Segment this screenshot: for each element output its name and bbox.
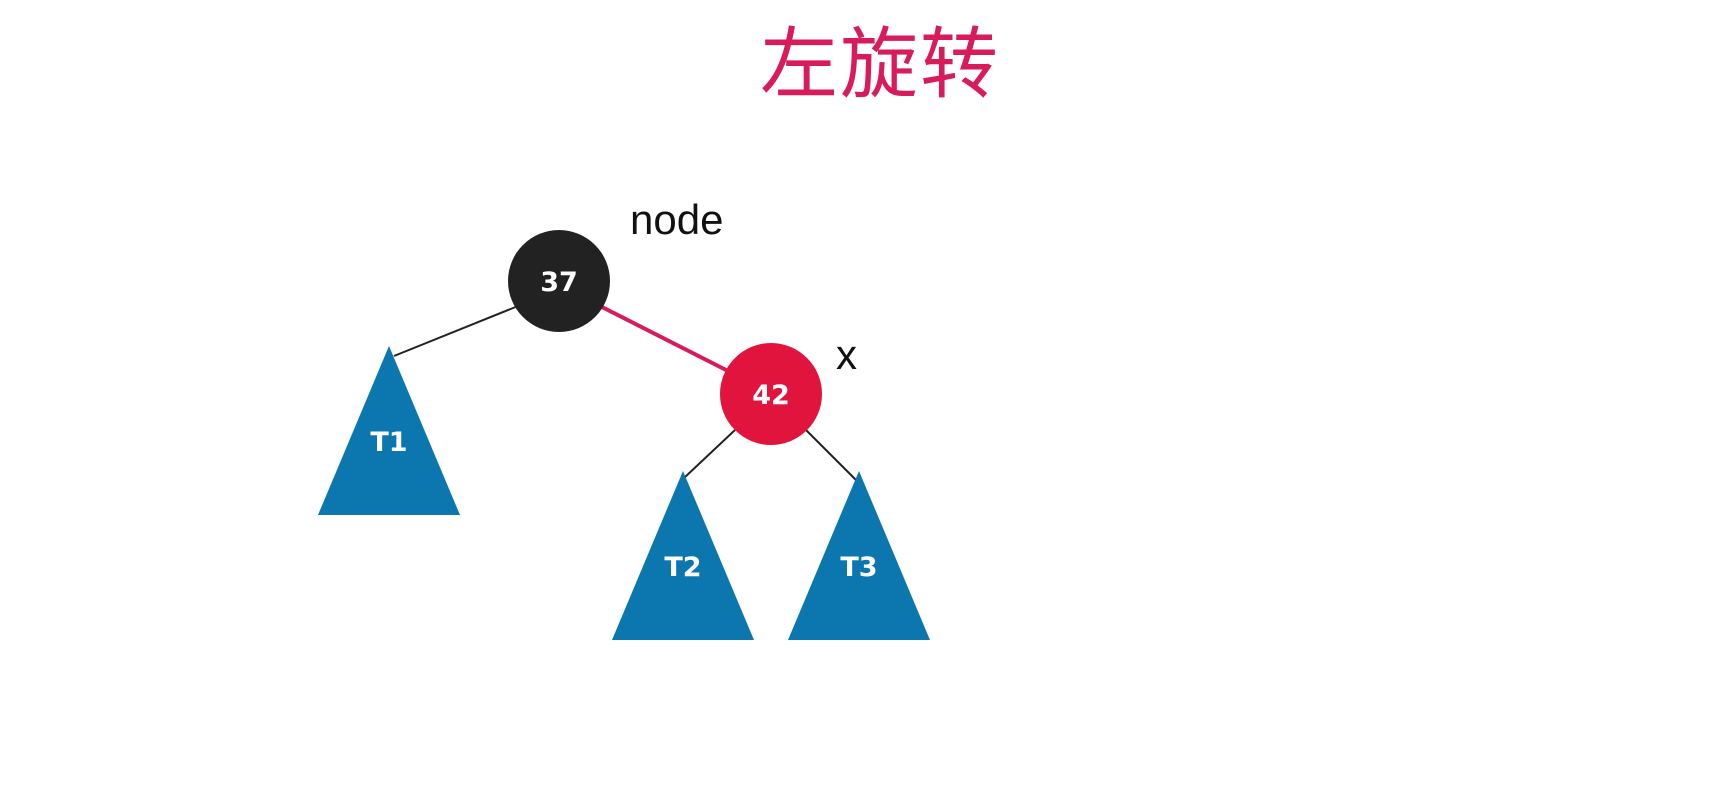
tree-node-37: 37 — [508, 230, 610, 332]
edge-x-t2 — [683, 429, 736, 479]
edge-node-x — [599, 304, 731, 374]
tree-node-37-value: 37 — [540, 267, 578, 298]
edge-x-t3 — [805, 429, 859, 483]
subtree-t3-triangle — [788, 471, 930, 640]
x-annotation-label: x — [836, 331, 857, 378]
tree-node-42-value: 42 — [752, 380, 790, 411]
subtree-t3-label: T3 — [840, 552, 877, 583]
node-annotation-label: node — [630, 196, 723, 243]
tree-node-37-circle — [508, 230, 610, 332]
tree-node-42-circle — [720, 343, 822, 445]
subtree-t2-triangle — [612, 471, 754, 640]
subtree-t2-label: T2 — [664, 552, 701, 583]
subtree-t2: T2 — [612, 471, 754, 640]
edge-node-t1 — [393, 305, 519, 357]
subtree-t1-label: T1 — [370, 427, 407, 458]
slide-title: 左旋转 — [760, 20, 1001, 110]
subtree-t1: T1 — [318, 346, 460, 515]
subtree-t1-triangle — [318, 346, 460, 515]
tree-node-42: 42 — [720, 343, 822, 445]
subtree-t3: T3 — [788, 471, 930, 640]
